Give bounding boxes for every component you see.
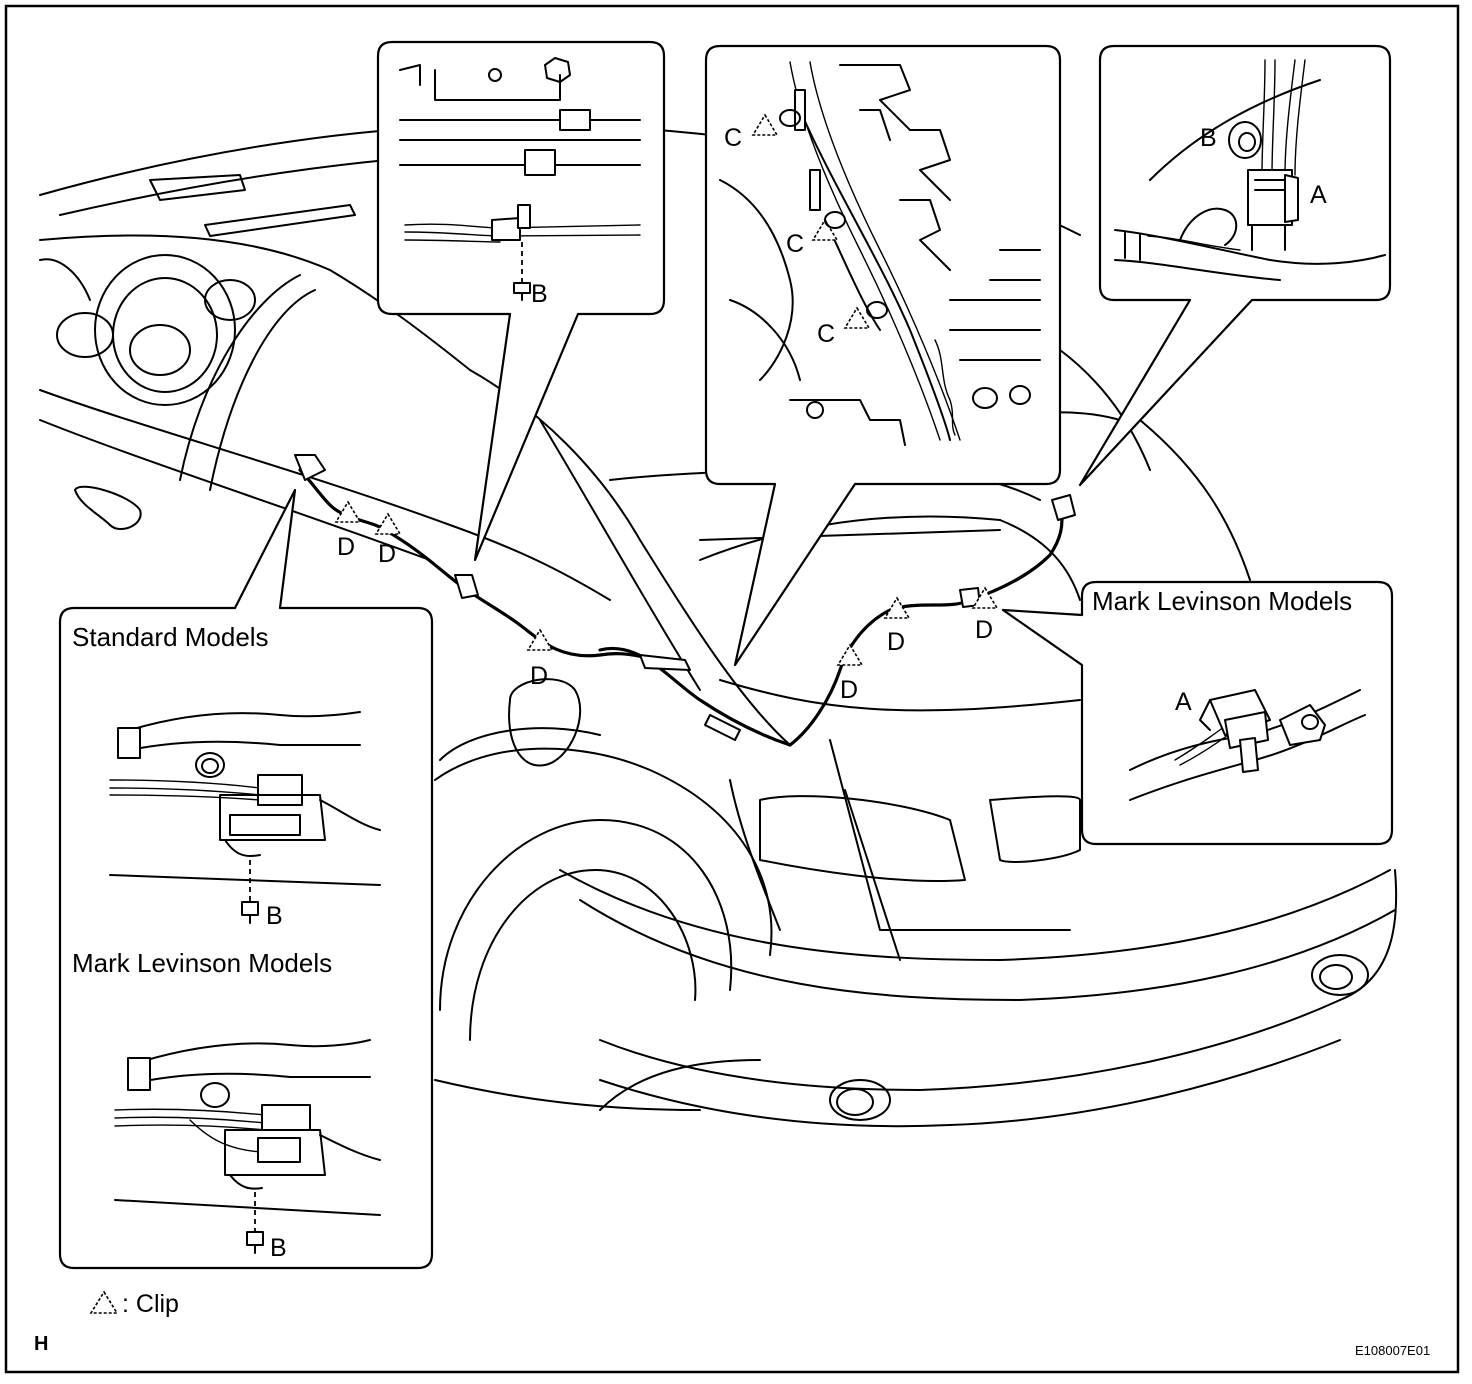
clip-d-label-2: D: [378, 540, 397, 568]
main-wire-harness: [294, 454, 1076, 747]
clip-legend-text: : Clip: [122, 1290, 179, 1318]
inset-door-clips: [704, 44, 1062, 667]
figure-id: E108007E01: [1355, 1343, 1431, 1358]
clip-d-label-4: D: [840, 676, 859, 704]
mark-levinson-left-title: Mark Levinson Models: [72, 948, 333, 978]
inset-top-bracket: [376, 40, 666, 562]
inset-mark-levinson-right: [1001, 580, 1394, 846]
mark-levinson-left-bolt-label: B: [270, 1234, 287, 1262]
mark-levinson-right-connector-label: A: [1175, 688, 1192, 716]
inset-left-detail: [58, 488, 434, 1270]
clip-legend-symbol: [89, 1290, 119, 1314]
inset-connector-detail: [1078, 44, 1392, 487]
clip-c-label-2: C: [786, 230, 805, 258]
mark-levinson-right-title: Mark Levinson Models: [1092, 586, 1353, 616]
clip-d-label-5: D: [887, 628, 906, 656]
clip-d-label-1: D: [337, 533, 356, 561]
clip-markers-d: [334, 500, 999, 666]
clip-d-label-6: D: [975, 616, 994, 644]
connector-inset-bolt-label: B: [1200, 124, 1217, 152]
standard-models-bolt-label: B: [266, 902, 283, 930]
connector-inset-connector-label: A: [1310, 181, 1327, 209]
clip-d-label-3: D: [530, 662, 549, 690]
figure-frame: [4, 4, 1460, 1374]
car-body-outline: [39, 123, 1398, 1128]
clip-c-label-3: C: [817, 320, 836, 348]
top-inset-bolt-label: B: [531, 280, 548, 308]
page-letter: H: [34, 1333, 49, 1355]
clip-c-label-1: C: [724, 124, 743, 152]
standard-models-title: Standard Models: [72, 622, 269, 652]
